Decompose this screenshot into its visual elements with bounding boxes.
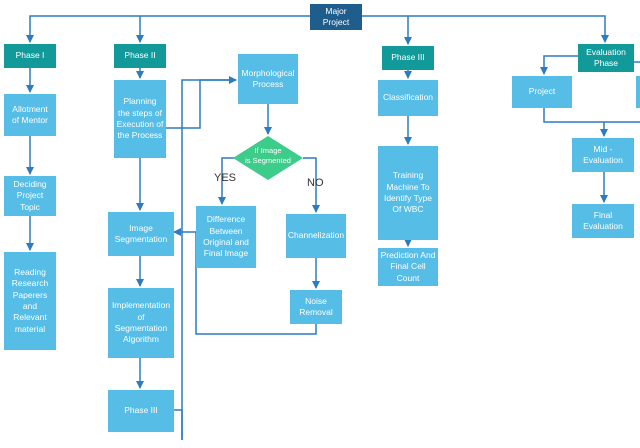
edge-project-right <box>543 108 640 123</box>
decision-diamond <box>233 136 303 180</box>
node-difference-images[interactable]: Difference Between Original and Final Im… <box>196 206 256 268</box>
node-noise-removal[interactable]: Noise Removal <box>290 290 342 324</box>
node-reading-research-papers[interactable]: Reading Research Paperers and Relevant m… <box>4 252 56 350</box>
edge-noise-to-segmentation <box>173 228 317 335</box>
node-morphological-process[interactable]: Morphological Process <box>238 54 298 104</box>
edge-loop-up <box>181 79 236 440</box>
node-phase-3[interactable]: Phase III <box>382 46 434 70</box>
node-image-segmentation[interactable]: Image Segmentation <box>108 212 174 256</box>
edge-planning-to-morphological <box>166 76 237 129</box>
node-evaluation-phase[interactable]: Evaluation Phase <box>578 44 634 72</box>
edge-phase3low-out <box>173 409 183 440</box>
node-training-machine[interactable]: Training Machine To Identify Type Of WBC <box>378 146 438 240</box>
edge-major-to-evaluation <box>362 15 609 43</box>
node-phase-1[interactable]: Phase I <box>4 44 56 68</box>
node-classification[interactable]: Classification <box>378 80 438 116</box>
edge-decision-no <box>303 157 320 213</box>
node-mid-evaluation[interactable]: Mid - Evaluation <box>572 138 634 172</box>
node-prediction-count[interactable]: Prediction And Final Cell Count <box>378 248 438 286</box>
edge-decision-yes <box>218 157 236 205</box>
node-implementation-segmentation[interactable]: Implementation of Segmentation Algorithm <box>108 288 174 358</box>
node-major-project[interactable]: Major Project <box>310 4 362 30</box>
edge-label-yes: YES <box>214 172 237 184</box>
node-planning-steps[interactable]: Planning the steps of Execution of the P… <box>114 80 166 158</box>
edge-evaluation-to-project <box>540 55 580 75</box>
node-phase-2[interactable]: Phase II <box>114 44 166 68</box>
edge-major-to-phase1 <box>26 15 310 43</box>
node-project-evaluation[interactable]: Project <box>512 76 572 108</box>
node-channelization[interactable]: Channelization <box>286 214 346 258</box>
decision-label: If Image is Segmented <box>245 146 291 165</box>
node-phase-3-lower[interactable]: Phase III <box>108 390 174 432</box>
edge-label-no: NO <box>307 177 324 189</box>
node-offscreen-edge <box>636 76 640 108</box>
node-final-evaluation[interactable]: Final Evaluation <box>572 204 634 238</box>
node-allotment-of-mentor[interactable]: Allotment of Mentor <box>4 94 56 136</box>
node-deciding-project-topic[interactable]: Deciding Project Topic <box>4 176 56 216</box>
